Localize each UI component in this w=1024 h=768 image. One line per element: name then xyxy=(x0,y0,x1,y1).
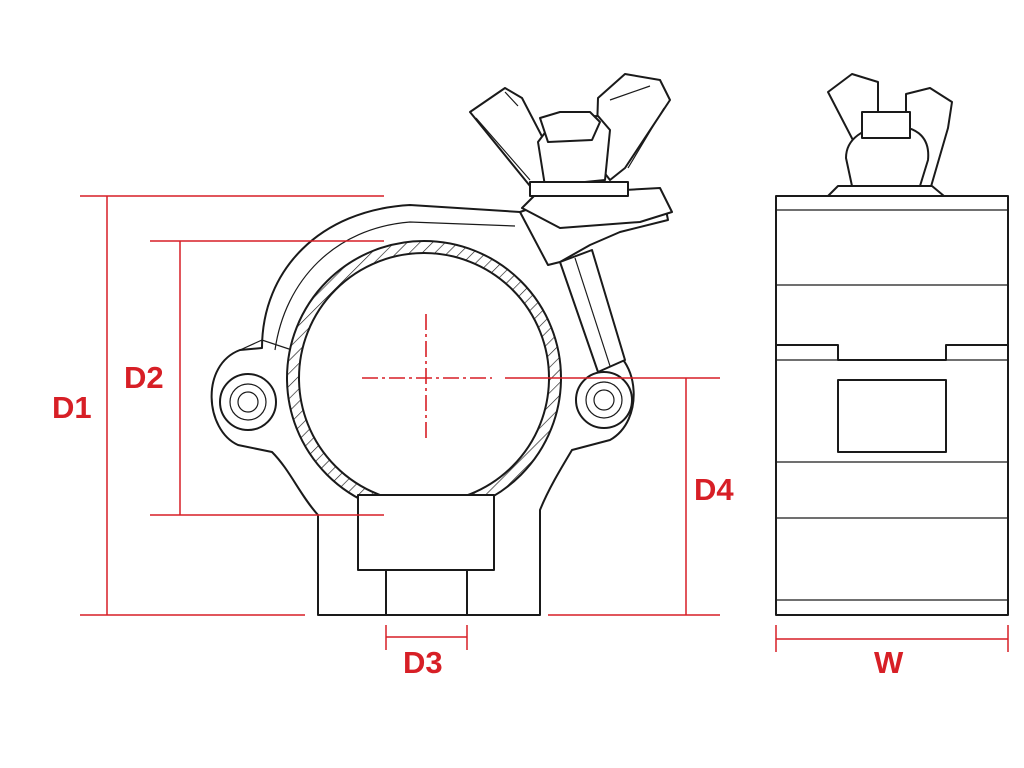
label-d1: D1 xyxy=(52,390,92,425)
dimension-d3 xyxy=(385,625,468,650)
mounting-stud xyxy=(385,569,468,616)
left-pivot xyxy=(219,373,277,431)
dimensions: D1 D2 D4 D3 W xyxy=(52,195,1009,680)
dimension-d4 xyxy=(505,377,720,616)
dimension-d1 xyxy=(80,195,384,616)
wing-nut-front xyxy=(469,73,671,197)
jaw-inner-edge xyxy=(274,221,516,351)
label-d3: D3 xyxy=(403,645,443,680)
latch-strut-line xyxy=(574,257,611,367)
wing-nut-side xyxy=(827,73,953,197)
dimension-d2 xyxy=(150,240,384,516)
front-view xyxy=(210,73,673,616)
label-d4: D4 xyxy=(694,472,734,507)
dimension-w xyxy=(775,625,1009,652)
bottom-block xyxy=(357,494,495,571)
hinge-arm-left xyxy=(239,339,299,353)
label-w: W xyxy=(874,645,904,680)
side-center-block xyxy=(837,379,947,453)
label-d2: D2 xyxy=(124,360,164,395)
side-view xyxy=(775,73,1009,616)
right-pivot xyxy=(575,371,633,429)
